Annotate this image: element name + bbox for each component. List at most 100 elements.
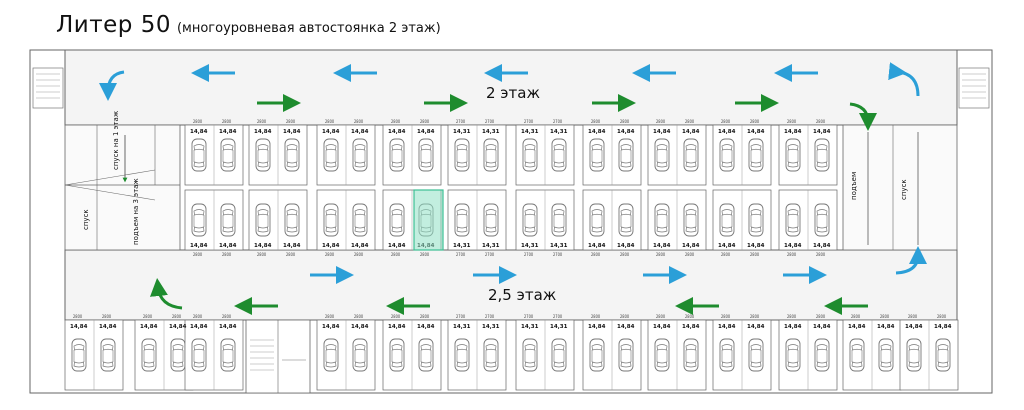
spot-code: 14,31 [550,324,568,330]
spot-width: 2800 [325,119,335,124]
spot-code: 14,31 [482,324,500,330]
spot-width: 2800 [325,252,335,257]
spot-width: 2800 [620,314,630,319]
spot-width: 2800 [750,314,760,319]
car-icon [191,203,207,237]
spot-width: 2800 [656,119,666,124]
parking-pair-bottom [382,319,442,391]
spot-width: 2800 [721,314,731,319]
spot-width: 2800 [391,314,401,319]
spot-code: 14,84 [388,243,406,249]
car-icon [785,138,801,172]
spot-code: 14,31 [453,324,471,330]
stairs-right [958,67,990,109]
floor-2-5-label: 2,5 этаж [488,286,556,304]
car-icon [683,338,699,372]
spot-code: 14,84 [718,243,736,249]
car-icon [618,138,634,172]
green-turn-arrow-bottom-left [149,278,183,310]
car-icon [220,138,236,172]
spot-code: 14,84 [682,243,700,249]
spot-code: 14,84 [283,129,301,135]
parking-pair-bottom [842,319,902,391]
spot-width: 2800 [354,119,364,124]
spot-code: 14,84 [617,243,635,249]
spot-width: 2800 [193,314,203,319]
car-icon [654,138,670,172]
spot-width: 2800 [685,252,695,257]
spot-code: 14,84 [682,324,700,330]
parking-pair-upper [712,124,772,186]
stair-core-bottom [245,319,311,394]
spot-width: 2700 [524,314,534,319]
spot-codes: 14,84 2800 14,84 2800 14,84 2800 14,84 2800 14,8… [70,119,952,330]
spot-code: 14,31 [453,243,471,249]
car-icon [389,138,405,172]
car-icon [719,138,735,172]
car-icon [170,338,186,372]
selected-parking-spot[interactable] [413,189,444,251]
parking-pair-upper [447,124,507,186]
spot-width: 2700 [485,252,495,257]
spot-code: 14,84 [388,324,406,330]
label-up: подъем [850,172,858,200]
title-main: Литер 50 [56,12,171,38]
car-icon [748,203,764,237]
parking-pair-middle [316,189,376,251]
car-icon [255,138,271,172]
spot-code: 14,84 [99,324,117,330]
spot-width: 2800 [816,314,826,319]
car-icon [100,338,116,372]
title-sub: (многоуровневая автостоянка 2 этаж) [176,21,441,36]
car-icon [323,338,339,372]
spot-width: 2800 [325,314,335,319]
label-down: спуск [82,209,90,230]
parking-pair-bottom [316,319,376,391]
spot-code: 14,84 [784,243,802,249]
car-icon [323,203,339,237]
car-icon [352,138,368,172]
car-icon [454,338,470,372]
spot-code: 14,84 [934,324,952,330]
parking-pair-upper [778,124,838,186]
parking-pair-bottom [515,319,575,391]
spot-width: 2800 [420,119,430,124]
spot-width: 2800 [656,252,666,257]
spot-code: 14,84 [190,129,208,135]
spot-code: 14,84 [322,324,340,330]
spot-width: 2800 [816,252,826,257]
spot-code: 14,84 [813,129,831,135]
spot-width: 2800 [193,252,203,257]
spot-width: 2800 [257,252,267,257]
car-icon [483,138,499,172]
bottom-driveway [64,249,958,321]
spot-width: 2800 [391,252,401,257]
spot-width: 2800 [222,314,232,319]
spot-code: 14,31 [521,129,539,135]
car-icon [683,138,699,172]
parking-pair-middle [582,189,642,251]
spot-width: 2700 [553,252,563,257]
car-icon [551,203,567,237]
blue-turn-arrow-bottom-right [895,246,927,275]
spot-width: 2800 [656,314,666,319]
spot-code: 14,84 [588,243,606,249]
spot-code: 14,84 [70,324,88,330]
car-icon [418,338,434,372]
car-icon [352,338,368,372]
spot-code: 14,84 [653,129,671,135]
spot-code: 14,84 [747,324,765,330]
car-icon [935,338,951,372]
parking-pair-middle [647,189,707,251]
spot-code: 14,84 [190,243,208,249]
spot-code: 14,84 [388,129,406,135]
car-icon [748,138,764,172]
parking-pair-bottom [447,319,507,391]
green-turn-arrow-right [849,102,877,131]
parking-pair-upper [316,124,376,186]
spot-code: 14,84 [322,129,340,135]
parking-spots [64,124,959,391]
spot-width: 2800 [286,252,296,257]
spot-code: 14,84 [813,243,831,249]
